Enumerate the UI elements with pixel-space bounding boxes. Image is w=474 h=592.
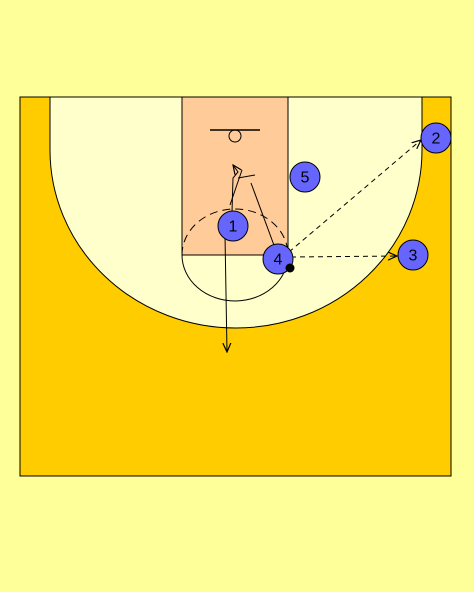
ball — [285, 263, 295, 273]
free-throw-circle-lower — [181, 254, 289, 302]
player-5-label: 5 — [301, 170, 310, 187]
cut-line-1-swing — [237, 174, 256, 179]
player-5: 5 — [289, 161, 321, 193]
cut-arrow-1-down — [225, 234, 227, 352]
player-4-label: 4 — [274, 252, 283, 269]
cut-arrow-1-to-basket — [231, 165, 238, 213]
player-3-label: 3 — [409, 248, 418, 265]
player-1: 1 — [217, 210, 249, 242]
screen-path-4 — [250, 182, 276, 249]
rim — [228, 129, 242, 143]
player-3: 3 — [397, 239, 429, 271]
player-2: 2 — [420, 122, 452, 154]
pass-arrow-4-to-2 — [288, 140, 421, 253]
cut-line-1-side — [229, 169, 243, 206]
player-1-label: 1 — [229, 219, 238, 236]
player-4: 4 — [262, 243, 294, 275]
free-throw-circle-upper — [181, 208, 289, 256]
player-2-label: 2 — [432, 131, 441, 148]
